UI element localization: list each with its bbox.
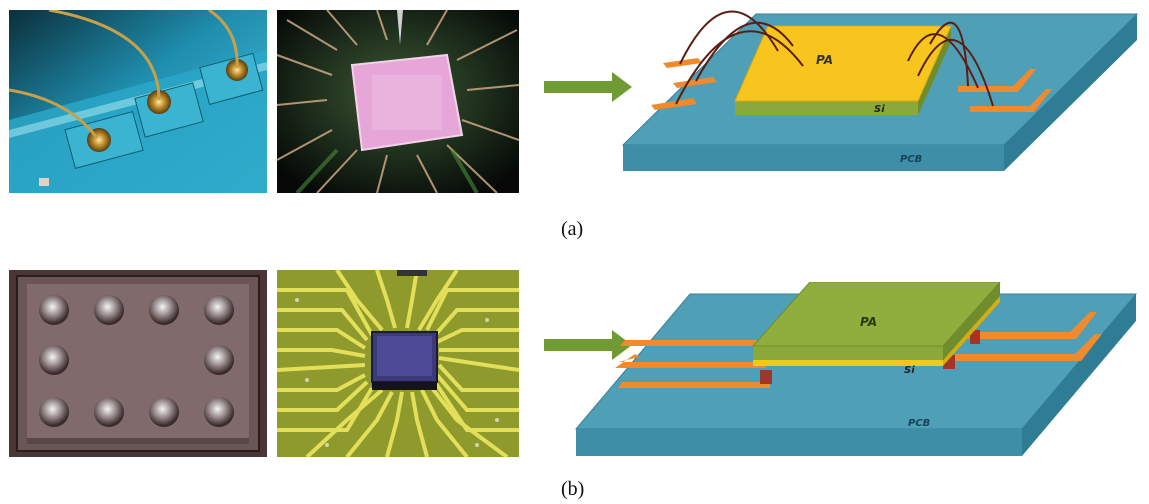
caption-a: (a)	[561, 218, 584, 240]
solder-bump-array-photo	[9, 270, 267, 457]
pcb-front-face	[623, 145, 1004, 171]
wire-bond-closeup-photo	[9, 10, 267, 193]
pa-die-front	[753, 346, 943, 360]
si-layer-side	[918, 28, 951, 115]
caption-b: (b)	[561, 478, 585, 500]
pcb-front-face	[576, 429, 1022, 456]
right-traces	[950, 312, 1102, 361]
left-traces	[615, 340, 770, 388]
si-label: Si	[904, 365, 915, 376]
pa-die-top	[751, 282, 1001, 347]
wire-bonded-chip-photo	[277, 10, 519, 193]
pa-label: PA	[860, 315, 877, 329]
si-layer-front	[753, 360, 943, 366]
transition-arrow-a	[544, 72, 634, 102]
pa-die-side	[943, 282, 1000, 360]
si-layer-side	[943, 296, 1000, 366]
si-label: Si	[874, 104, 885, 115]
pcb-label: PCB	[908, 418, 930, 429]
pcb-label: PCB	[900, 154, 922, 165]
flip-chip-schematic: PA Si PCB	[570, 282, 1142, 460]
pcb-side-face	[1022, 294, 1136, 456]
si-layer-front	[735, 101, 918, 115]
pcb-side-face	[1004, 14, 1137, 171]
pa-label: PA	[816, 53, 833, 67]
bond-wires	[675, 10, 994, 107]
flip-chip-on-board-photo	[277, 270, 519, 457]
pa-die-top	[734, 25, 952, 102]
left-bond-pads	[651, 58, 717, 110]
wire-bond-schematic: PA Si PCB	[618, 6, 1140, 174]
